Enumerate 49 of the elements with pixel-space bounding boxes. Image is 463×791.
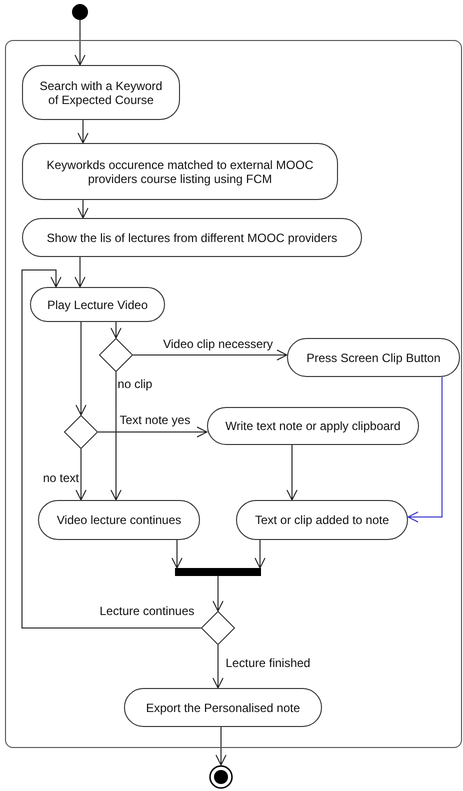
arrow	[76, 322, 86, 416]
edge-label: Video clip necessery	[162, 337, 274, 351]
activity-text: Video lecture continues	[56, 513, 182, 527]
activity-text: Show the lis of lectures from different MOOC providers	[46, 230, 338, 244]
join-bar	[175, 568, 261, 576]
activity-text: Search with a Keyword of Expected Course	[38, 78, 164, 106]
arrow	[98, 426, 208, 438]
decision-diamond	[99, 338, 133, 372]
arrow	[212, 576, 224, 612]
arrow	[78, 200, 88, 218]
arrow	[110, 322, 122, 338]
arrow	[212, 644, 224, 688]
activity-text: Keyworkds occurence matched to external MOOC providers course listing using FCM	[46, 158, 314, 186]
arrow	[22, 270, 202, 628]
edge-label: no clip	[116, 377, 154, 391]
activity-box	[124, 688, 322, 727]
arrow	[78, 120, 88, 144]
edge-label: no text	[42, 471, 80, 485]
arrow	[216, 726, 226, 766]
activity-text: Export the Personalised note	[146, 700, 300, 714]
activity-frame	[5, 40, 462, 748]
edge-label: Lecture finished	[224, 656, 312, 670]
decision-diamond	[201, 611, 235, 645]
activity-box	[22, 143, 338, 200]
arrow	[74, 20, 86, 66]
activity-text: Text or clip added to note	[254, 513, 390, 527]
start-node	[72, 4, 88, 20]
activity-box	[22, 65, 180, 120]
arrow	[408, 376, 442, 522]
arrow	[132, 350, 288, 360]
activity-box	[236, 500, 408, 540]
activity-text: Press Screen Clip Button	[306, 350, 441, 364]
arrow	[172, 540, 182, 568]
end-node	[209, 765, 233, 789]
decision-diamond	[64, 415, 98, 449]
activity-text: Write text note or apply clipboard	[225, 419, 401, 433]
arrow	[254, 540, 266, 568]
activity-box	[38, 500, 200, 540]
activity-box	[22, 218, 362, 257]
activity-box	[30, 287, 165, 322]
activity-box	[207, 407, 419, 445]
edge-label: Text note yes	[118, 413, 192, 427]
activity-text: Play Lecture Video	[47, 298, 148, 312]
arrow	[74, 256, 86, 288]
arrow	[76, 448, 86, 500]
activity-box	[287, 338, 460, 377]
arrow	[110, 372, 122, 500]
arrow	[286, 444, 298, 500]
edge-label: Lecture continues	[98, 604, 196, 618]
